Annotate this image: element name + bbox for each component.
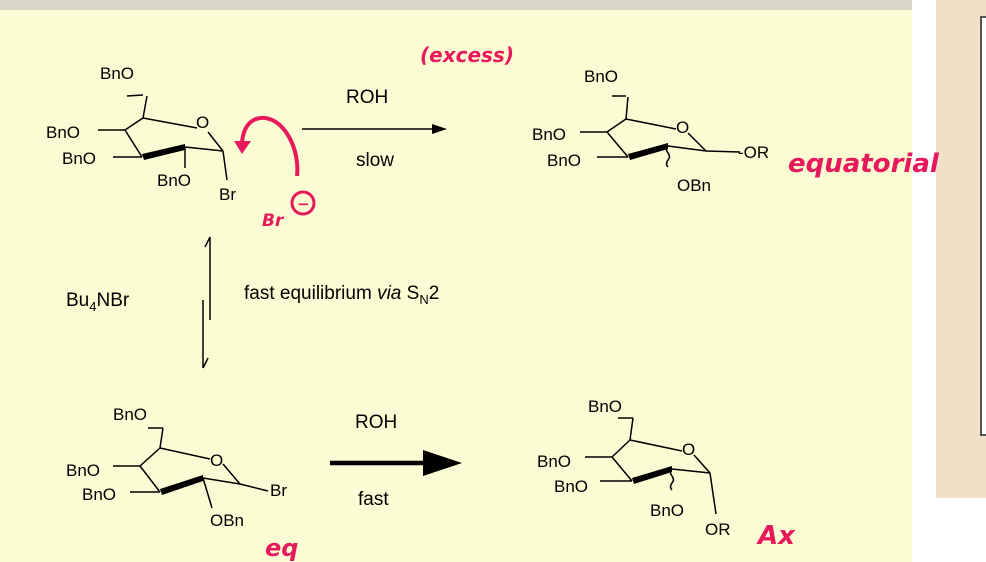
bno-label: BnO bbox=[62, 149, 96, 168]
curved-arrow-head bbox=[234, 141, 251, 154]
molecule-beta-bromide: BnO BnO BnO OBn O Br bbox=[66, 405, 287, 530]
annotation-excess: (excess) bbox=[420, 43, 514, 67]
reagent-roh-bottom: ROH bbox=[355, 412, 397, 433]
condition-slow: slow bbox=[356, 150, 394, 171]
obn-label: OBn bbox=[210, 511, 244, 530]
handwritten-annotations: (excess) Br − equatorial eq Ax bbox=[234, 43, 940, 562]
reagent-roh-top: ROH bbox=[346, 87, 388, 108]
bno-label: BnO bbox=[113, 405, 147, 424]
ring-oxygen-label: O bbox=[676, 118, 689, 137]
side-panel-box bbox=[980, 16, 986, 436]
molecule-beta-glycoside: BnO BnO BnO OBn O -OR bbox=[532, 67, 769, 195]
catalyst-label: Bu4NBr bbox=[66, 290, 130, 314]
equilibrium-arrows: Bu4NBr fast equilibrium via SN2 bbox=[66, 236, 439, 369]
negative-charge-circle bbox=[290, 190, 316, 216]
bno-label: BnO bbox=[584, 67, 618, 86]
arrow-bottom-fast: ROH fast bbox=[330, 412, 462, 510]
annotation-ax: Ax bbox=[756, 521, 796, 551]
top-divider-band bbox=[0, 0, 912, 10]
bromine-label: Br bbox=[270, 481, 287, 500]
condition-fast: fast bbox=[358, 489, 389, 510]
bno-label: BnO bbox=[537, 452, 571, 471]
equilibrium-description: fast equilibrium via SN2 bbox=[244, 283, 439, 307]
curved-attack-arrow bbox=[240, 115, 300, 177]
bno-label: BnO bbox=[588, 397, 622, 416]
bno-label: BnO bbox=[82, 485, 116, 504]
or-label: -OR bbox=[738, 143, 769, 162]
ring-oxygen-label: O bbox=[210, 451, 223, 470]
bno-label: BnO bbox=[100, 64, 134, 83]
obn-label: OBn bbox=[677, 176, 711, 195]
ring-oxygen-label: O bbox=[196, 113, 209, 132]
ring-oxygen-label: O bbox=[682, 440, 695, 459]
annotation-equatorial: equatorial bbox=[788, 149, 940, 179]
annotation-bromide: Br bbox=[262, 211, 285, 231]
bno-label: BnO bbox=[532, 125, 566, 144]
bno-label: BnO bbox=[554, 477, 588, 496]
bno-label: BnO bbox=[547, 151, 581, 170]
bno-label: BnO bbox=[46, 123, 80, 142]
molecule-alpha-bromide: BnO BnO BnO BnO O Br bbox=[46, 64, 236, 204]
or-label: OR bbox=[705, 520, 731, 539]
molecule-alpha-glycoside: BnO BnO BnO BnO O OR bbox=[537, 397, 731, 539]
negative-sign: − bbox=[297, 195, 310, 213]
bno-label: BnO bbox=[650, 501, 684, 520]
bno-label: BnO bbox=[66, 461, 100, 480]
annotation-eq: eq bbox=[265, 534, 298, 562]
bno-label: BnO bbox=[157, 171, 191, 190]
side-panel bbox=[936, 0, 986, 498]
bromine-label: Br bbox=[219, 185, 236, 204]
scheme-panel bbox=[0, 0, 912, 562]
arrow-top-slow: ROH slow bbox=[302, 87, 447, 171]
